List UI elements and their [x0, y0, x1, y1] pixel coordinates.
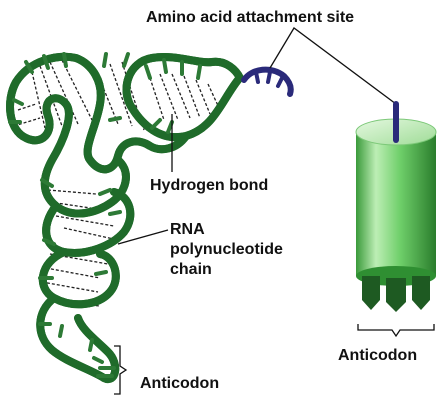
label-anticodon-left: Anticodon — [140, 375, 219, 392]
label-rna-line3: chain — [170, 261, 212, 278]
anticodon-bracket-right — [357, 324, 435, 338]
rna-chain-pointer — [117, 229, 169, 245]
label-rna-line2: polynucleotide — [170, 241, 283, 258]
rna-backbone — [10, 57, 240, 379]
amino-acid-site-trna — [241, 66, 294, 97]
amino-acid-pointer — [269, 27, 397, 105]
label-hydrogen-bond: Hydrogen bond — [150, 177, 268, 194]
trna-cylinder-symbol — [355, 101, 437, 312]
label-anticodon-right: Anticodon — [338, 347, 417, 364]
anticodon-bracket-left — [114, 345, 128, 395]
nucleotide-bases — [8, 52, 202, 378]
label-rna-line1: RNA — [170, 221, 205, 238]
amino-acid-site-ticks — [254, 70, 284, 88]
label-amino-acid-site: Amino acid attachment site — [146, 9, 354, 26]
